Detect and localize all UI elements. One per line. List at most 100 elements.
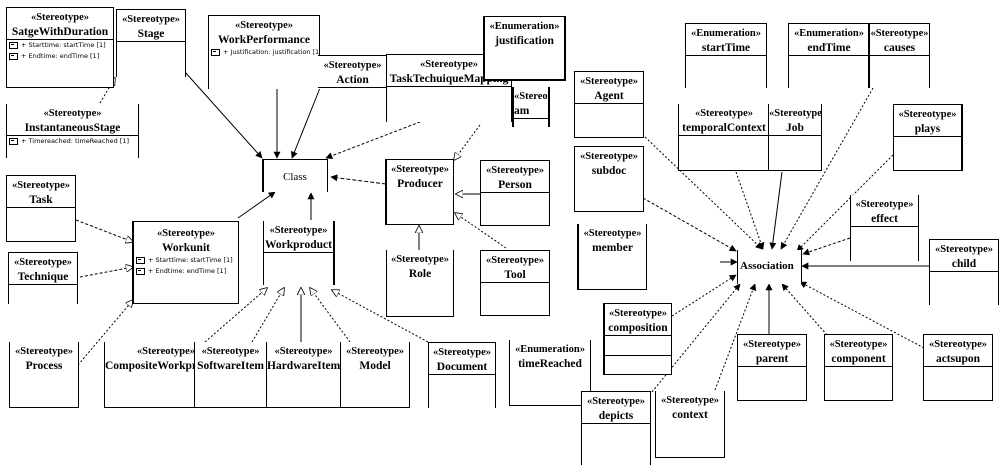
- stereotype-stage[interactable]: «Stereotype»Stage: [116, 9, 186, 77]
- stereotype-keyword: «Stereotype»: [579, 76, 639, 87]
- stereotype-person[interactable]: «Stereotype»Person: [480, 160, 550, 226]
- stereotype-model[interactable]: «Stereotype» Model: [340, 342, 410, 408]
- stereotype-technique[interactable]: «Stereotype»Technique: [8, 252, 78, 304]
- element-name: component: [831, 353, 886, 365]
- stereotype-work-performance[interactable]: «Stereotype» WorkPerformance + Justificat…: [208, 15, 320, 89]
- element-name: Action: [336, 74, 369, 86]
- stereotype-keyword: «Stereotype»: [928, 339, 988, 350]
- stereotype-depicts[interactable]: «Stereotype» depicts: [581, 391, 651, 465]
- stereotype-keyword: «Stereotype»: [485, 165, 545, 176]
- stereotype-keyword: «Stereotype»: [274, 346, 333, 357]
- stereotype-satge-with-duration[interactable]: «Stereotype»SatgeWithDuration + Starttim…: [6, 7, 114, 88]
- stereotype-actsupon[interactable]: «Stereotype»actsupon: [923, 334, 993, 401]
- stereotype-action[interactable]: «Stereotype»Action: [318, 55, 388, 89]
- element-name: Producer: [397, 178, 443, 190]
- stereotype-keyword: «Stereotype»: [156, 228, 216, 239]
- stereotype-keyword: «Stereotype»: [345, 346, 405, 357]
- stereotype-plays[interactable]: «Stereotype»plays: [893, 104, 963, 171]
- element-name: am: [514, 105, 530, 117]
- element-name: Document: [436, 361, 488, 373]
- enumeration-keyword: «Enumeration»: [690, 28, 761, 39]
- stereotype-am[interactable]: «Stereotype» am: [512, 87, 550, 127]
- enumeration-end-time[interactable]: «Enumeration»endTime: [788, 23, 870, 88]
- stereotype-document[interactable]: «Stereotype» Document: [428, 342, 496, 408]
- edge-actsupon-association: [799, 281, 925, 349]
- attribute-icon: [136, 267, 145, 275]
- stereotype-subdoc[interactable]: «Stereotype»subdoc: [574, 146, 644, 212]
- stereotype-member[interactable]: «Stereotype»member: [577, 224, 647, 290]
- edge-taskmapping-class: [325, 119, 426, 160]
- stereotype-keyword: «Stereotype»: [432, 347, 492, 358]
- enumeration-time-reached[interactable]: «Enumeration» timeReached: [509, 340, 591, 406]
- stereotype-causes[interactable]: «Stereotype»causes: [868, 23, 930, 88]
- stereotype-parent[interactable]: «Stereotype»parent: [737, 334, 807, 401]
- attribute-row: + Timereached: timeReached [1]: [7, 136, 138, 147]
- element-name: depicts: [598, 410, 634, 422]
- attribute-row: + Justification: justification [1]: [209, 47, 319, 58]
- metaclass-name: Association: [740, 260, 794, 272]
- stereotype-composition[interactable]: «Stereotype»composition: [603, 303, 672, 375]
- edge-effect-association: [802, 237, 851, 256]
- stereotype-child[interactable]: «Stereotype»child: [929, 239, 999, 305]
- element-name: Workunit: [162, 242, 210, 254]
- edge-composition-association: [671, 274, 737, 317]
- element-name: Technique: [17, 271, 69, 283]
- stereotype-keyword: «Stereotype»: [43, 108, 102, 119]
- stereotype-keyword: «Stereotype»: [769, 108, 822, 119]
- element-name: plays: [914, 123, 941, 135]
- attribute-row: + Starttime: startTime [1]: [134, 255, 238, 266]
- enumeration-start-time[interactable]: «Enumeration» startTime: [685, 23, 767, 88]
- stereotype-instantaneous-stage[interactable]: «Stereotype» InstantaneousStage + Timerea…: [6, 104, 139, 158]
- element-name: Role: [408, 268, 432, 280]
- element-name: endTime: [807, 42, 851, 54]
- edge-temporal-association: [735, 171, 765, 250]
- stereotype-keyword: «Stereotype»: [390, 254, 450, 265]
- stereotype-role[interactable]: «Stereotype» Role: [386, 250, 454, 317]
- stereotype-keyword: «Stereotype»: [419, 59, 479, 70]
- stereotype-hardware-item[interactable]: «Stereotype»HardwareItem: [266, 342, 341, 408]
- stereotype-software-item[interactable]: «Stereotype»SoftwareItem: [194, 342, 267, 408]
- stereotype-job[interactable]: «Stereotype»Job: [768, 104, 822, 171]
- metaclass-association[interactable]: Association: [737, 250, 802, 284]
- stereotype-effect[interactable]: «Stereotype»effect: [850, 195, 919, 261]
- edge-composite-workproduct: [204, 288, 267, 343]
- stereotype-process[interactable]: «Stereotype»Process: [9, 342, 79, 408]
- stereotype-context[interactable]: «Stereotype»context: [655, 391, 725, 458]
- stereotype-keyword: «Stereotype»: [11, 180, 71, 191]
- attribute-row: + Endtime: endTime [1]: [7, 51, 113, 62]
- stereotype-tool[interactable]: «Stereotype»Tool: [480, 250, 550, 316]
- element-name: InstantaneousStage: [24, 122, 121, 134]
- metaclass-class[interactable]: Class: [262, 159, 328, 192]
- stereotype-workunit[interactable]: «Stereotype» Workunit + Starttime: startT…: [132, 221, 239, 304]
- enumeration-justification[interactable]: «Enumeration»justification: [483, 16, 566, 81]
- edge-task-workunit: [75, 219, 133, 242]
- element-name: parent: [755, 353, 789, 365]
- attribute-row: + Endtime: endTime [1]: [134, 266, 238, 277]
- stereotype-keyword: «Stereotype»: [586, 396, 646, 407]
- element-name: WorkPerformance: [218, 34, 310, 46]
- stereotype-keyword: «Stereotype»: [234, 20, 294, 31]
- stereotype-component[interactable]: «Stereotype»component: [824, 334, 893, 401]
- enumeration-keyword: «Enumeration»: [514, 344, 585, 355]
- stereotype-composite-workproduct[interactable]: «Stereotype»CompositeWorkproduct: [104, 342, 196, 408]
- edge-producer-class: [330, 174, 387, 185]
- element-name: Model: [359, 360, 391, 372]
- element-name: effect: [871, 213, 898, 225]
- metaclass-name: Class: [283, 171, 307, 183]
- stereotype-keyword: «Stereotype»: [201, 346, 260, 357]
- attribute-icon: [9, 41, 18, 49]
- stereotype-producer[interactable]: «Stereotype»Producer: [385, 159, 454, 225]
- edge-workunit-class: [237, 191, 276, 219]
- element-name: SatgeWithDuration: [11, 26, 109, 38]
- stereotype-keyword: «Stereotype»: [583, 228, 642, 239]
- element-name: timeReached: [518, 358, 582, 370]
- stereotype-workproduct[interactable]: «Stereotype»Workproduct: [263, 221, 335, 285]
- stereotype-keyword: «Stereotype»: [514, 91, 548, 102]
- stereotype-keyword: «Stereotype»: [579, 151, 639, 162]
- stereotype-agent[interactable]: «Stereotype»Agent: [574, 71, 644, 138]
- element-name: startTime: [701, 42, 751, 54]
- stereotype-task[interactable]: «Stereotype»Task: [6, 175, 76, 242]
- stereotype-keyword: «Stereotype»: [269, 225, 328, 236]
- stereotype-temporal-context[interactable]: «Stereotype»temporalContext: [678, 104, 770, 171]
